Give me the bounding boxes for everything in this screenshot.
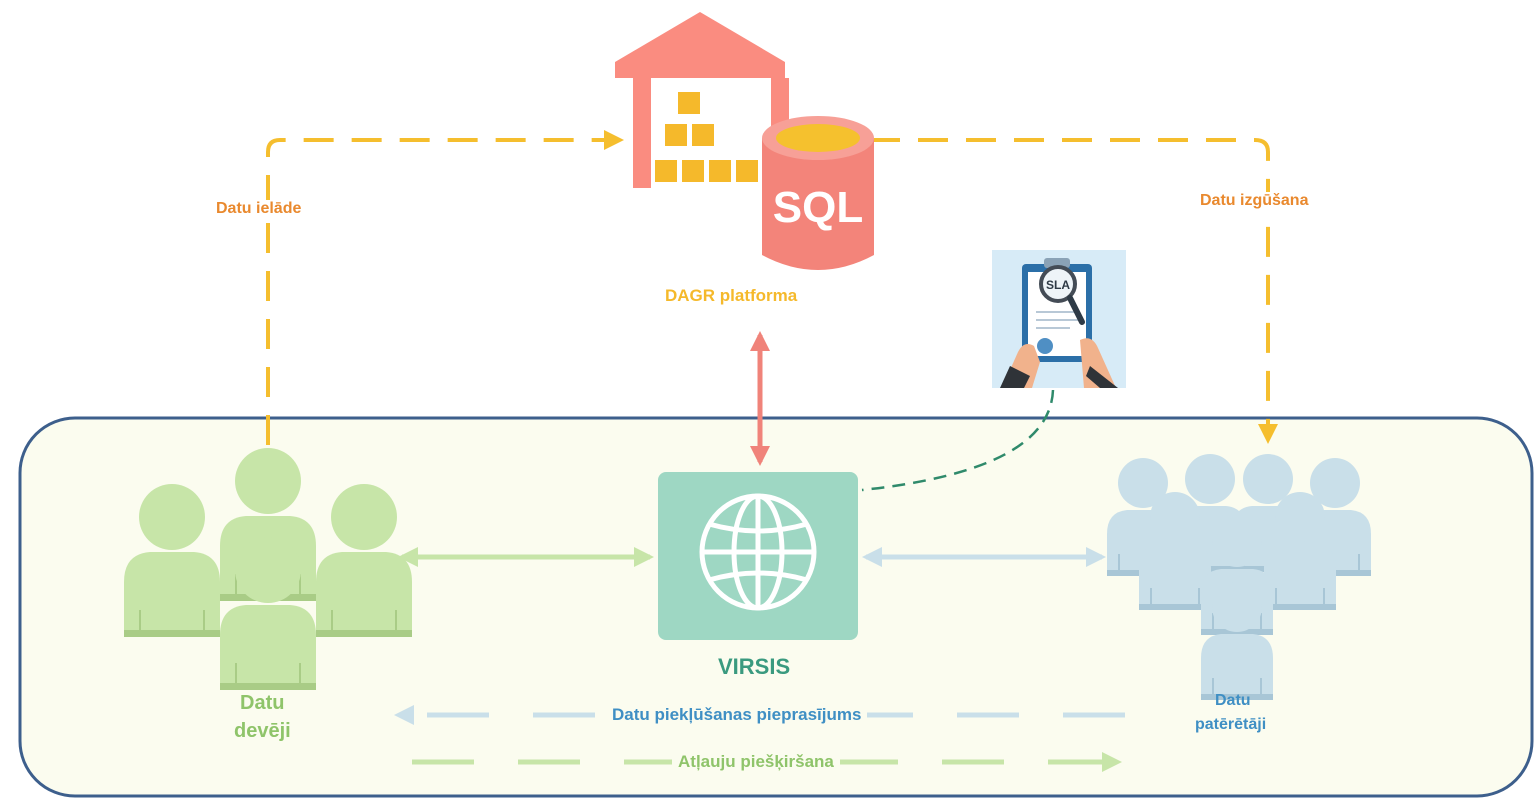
extract-flow-arrow [870,138,1278,444]
providers-label-line2: devēji [234,720,291,742]
hub-label: VIRSIS [718,654,791,679]
ingest-flow-arrow [266,130,624,445]
consumers-label-line1: Datu [1215,692,1251,709]
sla-link [861,389,1055,492]
consumers-label-line2: patērētāji [1195,716,1267,733]
globe-icon [699,493,817,611]
platform-label: DAGR platforma [665,286,798,305]
warehouse-icon [615,12,789,188]
sla-text: SLA [1046,278,1070,292]
ingest-label: Datu ielāde [210,200,308,218]
sql-label: SQL [773,183,863,232]
extract-label: Datu izgūšana [1194,192,1315,210]
sql-database-icon: SQL [762,116,874,270]
sla-contract-icon: SLA [992,250,1126,388]
permission-grant-label: Atļauju piešķiršana [672,752,840,772]
virsis-hub [658,472,858,640]
access-request-label: Datu piekļūšanas pieprasījums [606,705,868,725]
providers-label-line1: Datu [240,692,285,714]
